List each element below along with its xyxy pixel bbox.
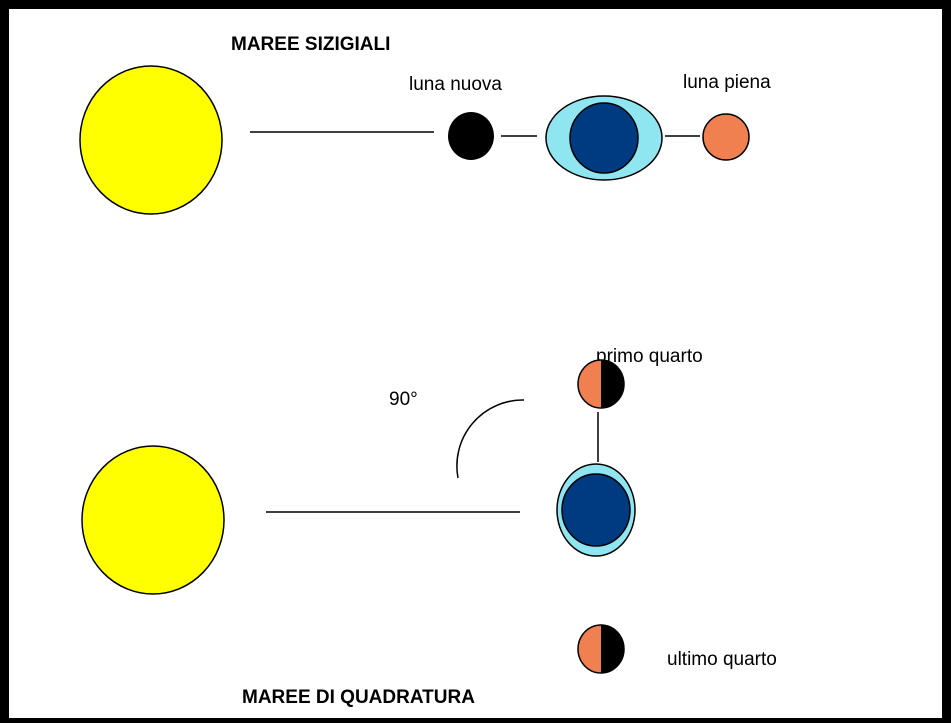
full-moon-label: luna piena — [683, 72, 771, 93]
first-quarter-moon-icon — [577, 359, 625, 409]
earth-icon — [569, 102, 639, 174]
right-angle-arc — [456, 399, 525, 479]
last-quarter-moon-icon — [577, 624, 625, 674]
first-quarter-label: primo quarto — [596, 346, 703, 367]
last-quarter-label: ultimo quarto — [667, 649, 777, 670]
new-moon-icon — [448, 112, 494, 160]
spring-tides-title: MAREE SIZIGIALI — [231, 34, 390, 55]
earth-icon — [561, 473, 631, 547]
angle-label: 90° — [389, 389, 418, 410]
full-moon-icon — [702, 113, 750, 161]
neap-tides-title: MAREE DI QUADRATURA — [242, 687, 475, 708]
sun-icon — [81, 445, 225, 595]
sun-icon — [79, 65, 223, 215]
new-moon-label: luna nuova — [409, 74, 502, 95]
